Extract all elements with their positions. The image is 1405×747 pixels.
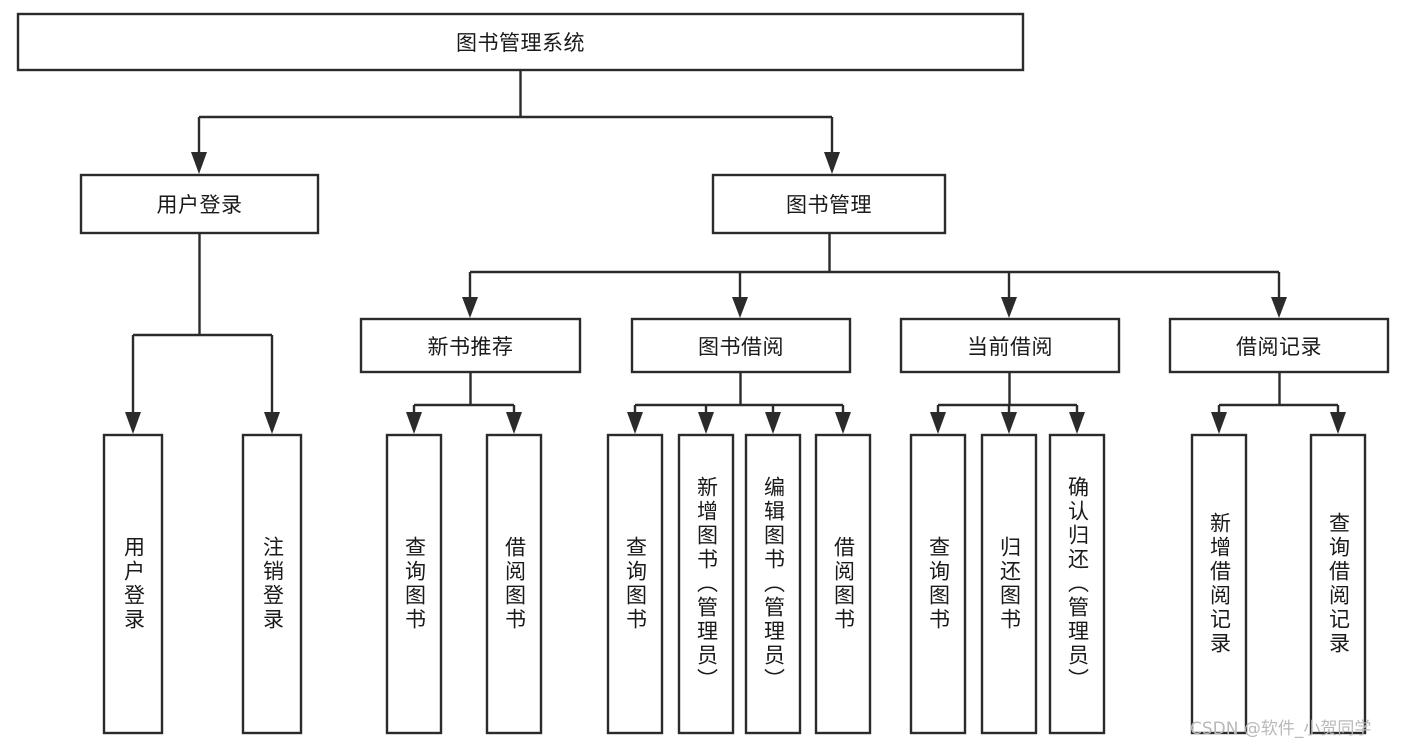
leaf-box-6[interactable] xyxy=(744,433,802,735)
leaf-box-10[interactable] xyxy=(1048,433,1106,735)
leaf-box-7[interactable] xyxy=(814,433,872,735)
connector-borrow-to-leaves xyxy=(627,372,851,434)
leaf-box-3[interactable] xyxy=(485,433,543,735)
connector-borrow-record-to-leaves xyxy=(1211,372,1346,434)
leaf-box-1[interactable] xyxy=(241,433,303,735)
leaf-box-11[interactable] xyxy=(1190,433,1248,735)
node-user-login[interactable] xyxy=(79,173,320,235)
leaf-box-4[interactable] xyxy=(606,433,664,735)
connector-new-book-to-leaves xyxy=(406,372,522,434)
leaf-box-2[interactable] xyxy=(385,433,443,735)
connector-book-mgmt-to-level3 xyxy=(462,233,1287,318)
leaf-box-8[interactable] xyxy=(909,433,967,735)
leaf-box-12[interactable] xyxy=(1309,433,1367,735)
node-root[interactable] xyxy=(16,12,1025,72)
node-book-management[interactable] xyxy=(711,173,947,235)
leaf-box-0[interactable] xyxy=(102,433,164,735)
node-borrow-record[interactable] xyxy=(1168,317,1390,374)
leaf-box-9[interactable] xyxy=(980,433,1038,735)
node-new-book-recommend[interactable] xyxy=(359,317,582,374)
leaf-box-5[interactable] xyxy=(677,433,735,735)
node-book-borrow[interactable] xyxy=(630,317,852,374)
connector-current-borrow-to-leaves xyxy=(930,372,1085,434)
connector-root-to-level2 xyxy=(191,70,840,174)
node-current-borrow[interactable] xyxy=(899,317,1121,374)
connector-user-login-to-leaves xyxy=(125,233,280,434)
